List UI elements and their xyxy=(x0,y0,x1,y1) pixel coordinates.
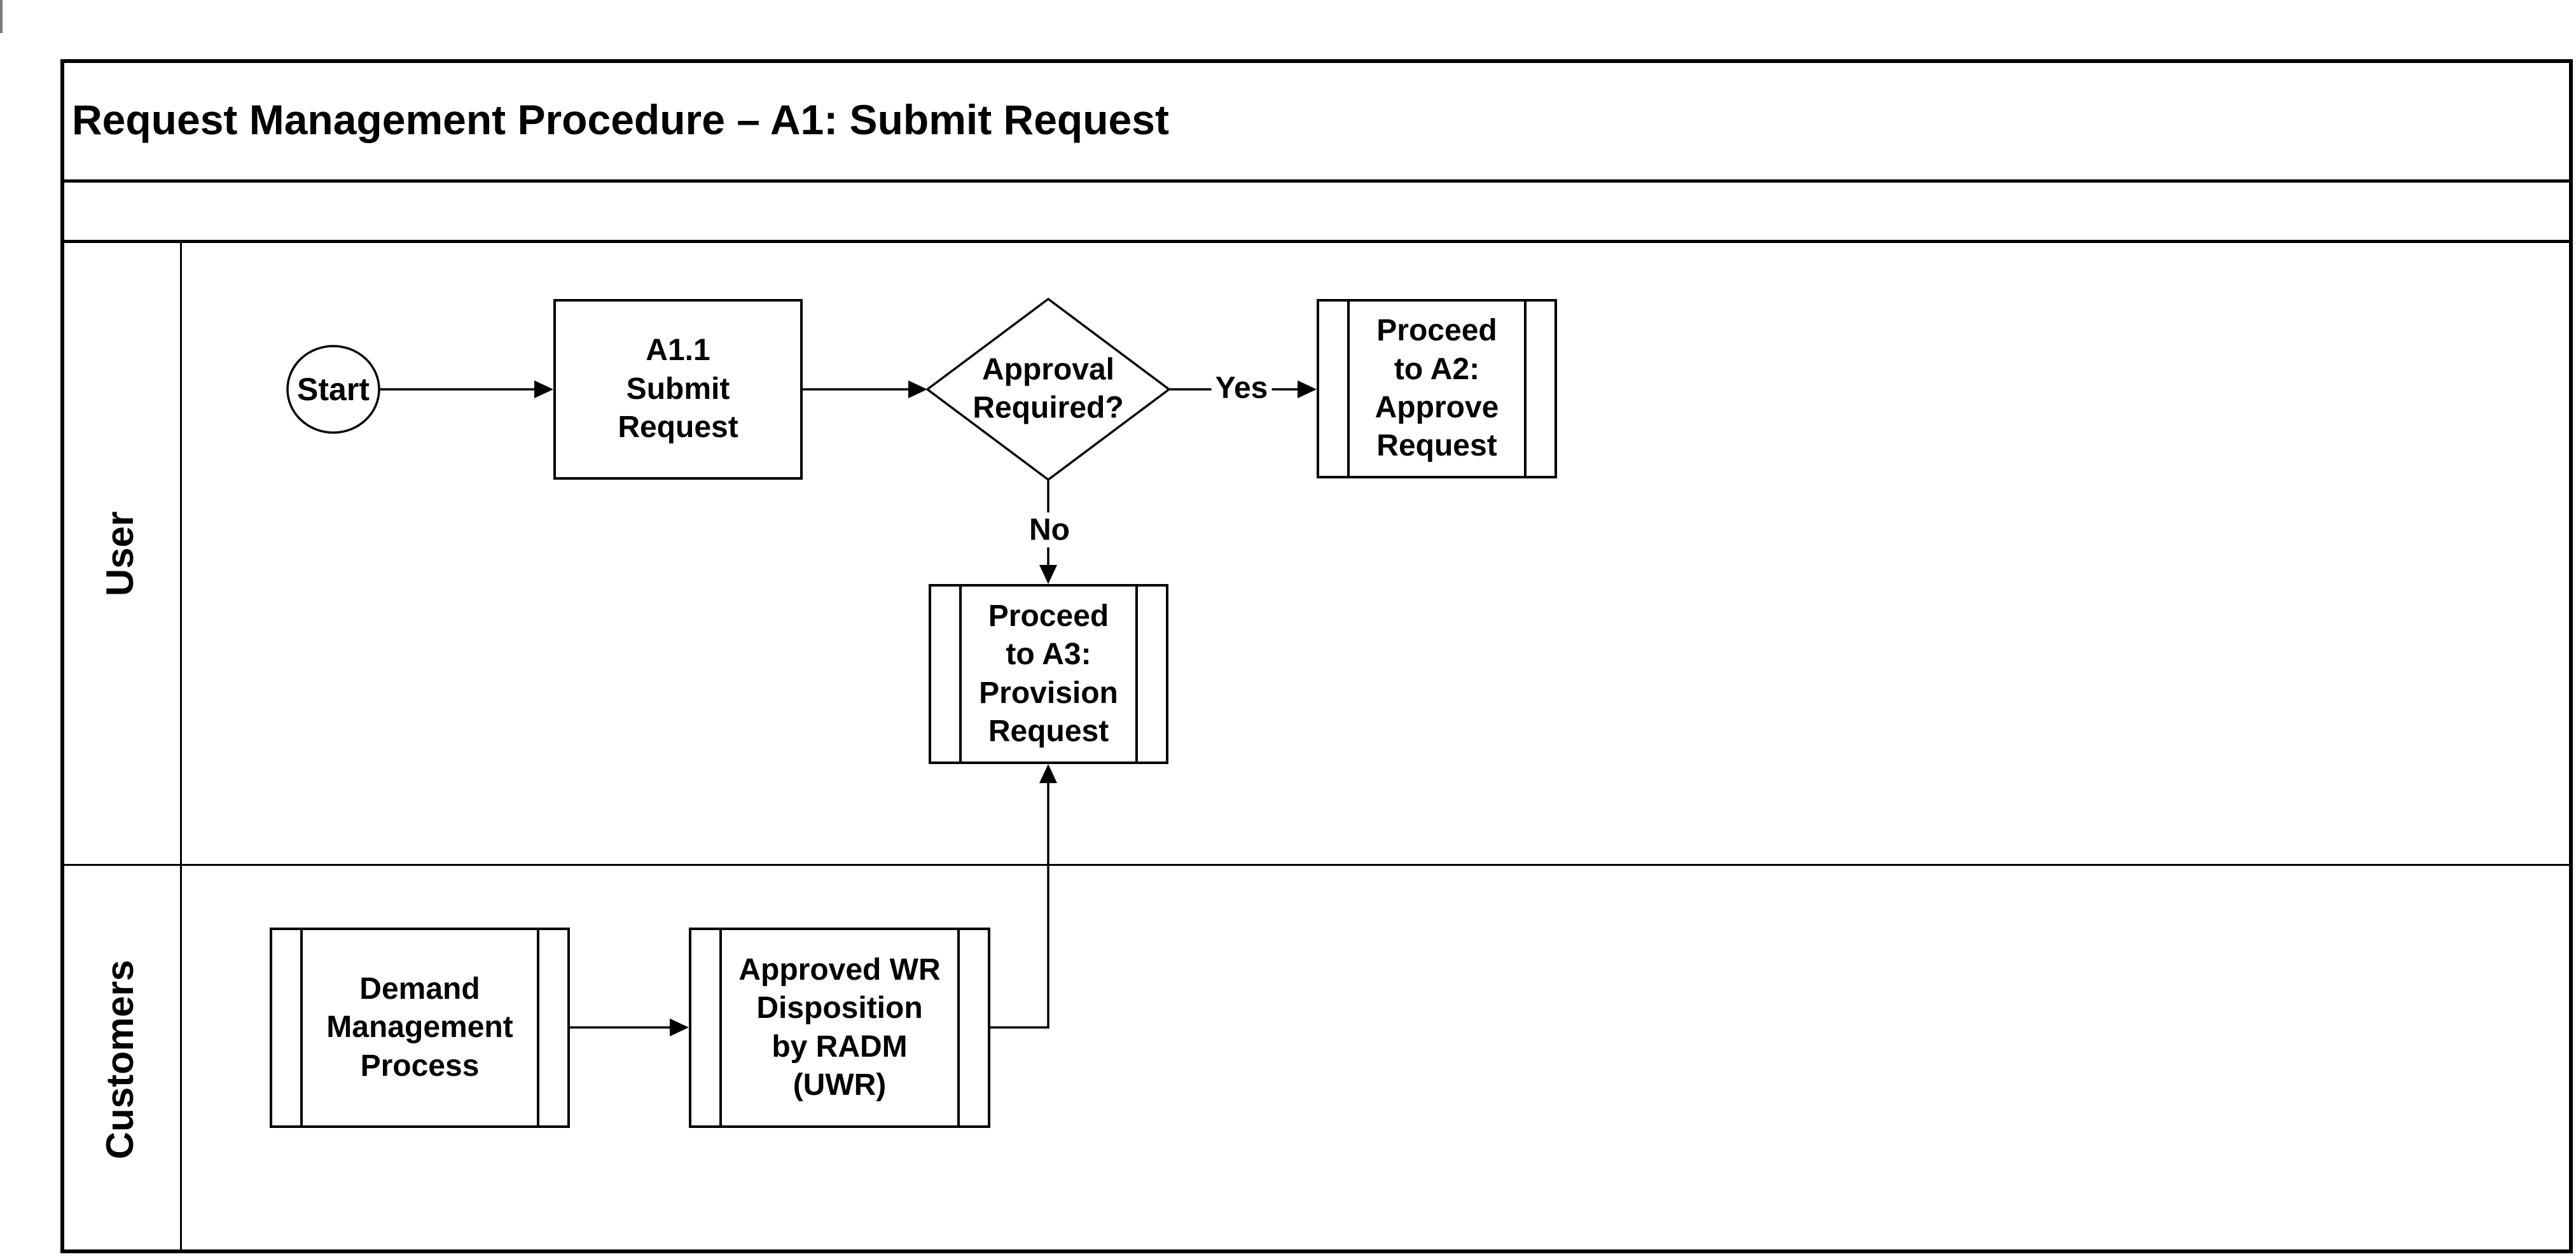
screen-edge-artifact xyxy=(0,0,3,33)
subprocess-bar-right xyxy=(1524,302,1527,476)
node-a3-label: Proceed to A3: Provision Request xyxy=(979,599,1118,748)
node-a2-subprocess: Proceed to A2: Approve Request xyxy=(1317,299,1557,478)
lane-divider-user-customers xyxy=(60,864,2573,866)
start-label: Start xyxy=(287,346,379,433)
edge-radm-to-a3 xyxy=(990,782,1049,1029)
arrowhead-a11-to-decision xyxy=(908,380,927,398)
subprocess-bar-left xyxy=(959,587,962,762)
start-label-text: Start xyxy=(297,372,370,407)
arrowhead-decision-to-a2 xyxy=(1298,380,1317,398)
arrowhead-demand-to-radm xyxy=(670,1019,689,1036)
subprocess-bar-left xyxy=(1347,302,1350,476)
header-band-divider xyxy=(60,240,2573,243)
decision-label: Approval Required? xyxy=(973,352,1124,425)
subprocess-bar-left xyxy=(300,930,303,1125)
subprocess-bar-right xyxy=(957,930,960,1125)
node-a3-subprocess: Proceed to A3: Provision Request xyxy=(929,584,1168,764)
node-radm-label: Approved WR Disposition by RADM (UWR) xyxy=(738,952,941,1102)
edge-label-no: No xyxy=(1025,512,1074,548)
title-band-divider xyxy=(60,179,2573,183)
arrowhead-decision-to-a3 xyxy=(1039,565,1057,584)
subprocess-bar-left xyxy=(719,930,722,1125)
node-a11-submit-request: A1.1 Submit Request xyxy=(553,299,803,480)
arrowhead-start-to-a11 xyxy=(534,380,553,398)
edge-label-yes: Yes xyxy=(1211,370,1272,406)
node-approved-wr-disposition: Approved WR Disposition by RADM (UWR) xyxy=(689,928,990,1128)
lane-label-column-divider xyxy=(180,243,182,1253)
subprocess-bar-right xyxy=(537,930,539,1125)
diagram-title: Request Management Procedure – A1: Submi… xyxy=(72,95,1169,143)
subprocess-bar-right xyxy=(1135,587,1138,762)
node-demand-label: Demand Management Process xyxy=(326,971,513,1083)
node-demand-management: Demand Management Process xyxy=(270,928,570,1128)
node-a11-label: A1.1 Submit Request xyxy=(618,333,738,445)
node-a2-label: Proceed to A2: Approve Request xyxy=(1375,314,1499,463)
arrowhead-radm-to-a3 xyxy=(1039,764,1057,783)
